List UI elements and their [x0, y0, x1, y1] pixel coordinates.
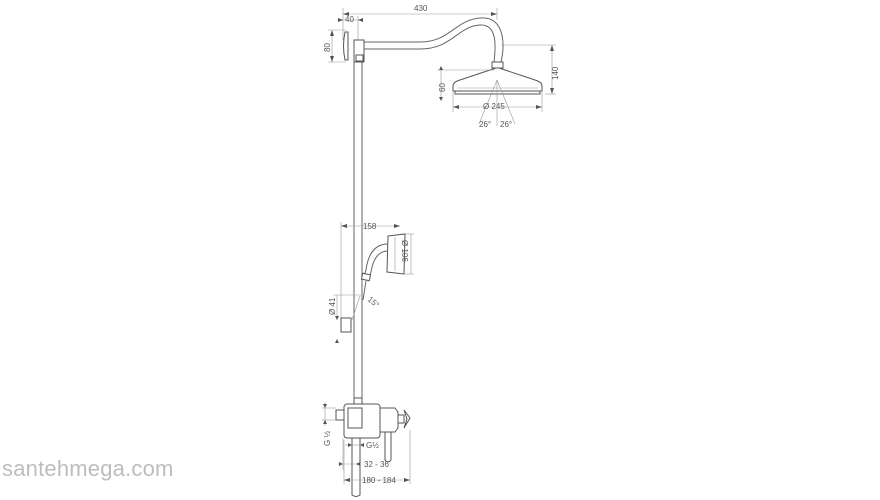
dimension-inlet-center: 32 - 36	[338, 438, 389, 470]
dimension-outlet-thread: G½	[345, 441, 379, 450]
dimension-head-drop: 140	[501, 44, 560, 95]
dimension-label: 26°	[500, 120, 512, 129]
watermark: santehmega.com	[2, 456, 174, 481]
dimension-label: 26°	[479, 120, 491, 129]
dimension-head-diameter: Ø 245	[452, 92, 543, 112]
head-shower	[452, 61, 543, 95]
hand-shower	[360, 233, 406, 301]
dimension-label: 430	[414, 4, 428, 13]
thermostatic-mixer	[335, 397, 411, 497]
dimension-label: 60	[438, 83, 447, 92]
dimension-mixer-projection: 180 - 184	[343, 430, 411, 485]
dimension-label: 15°	[366, 295, 381, 310]
dimension-wall-plate-height: 80	[323, 29, 346, 63]
dimension-label: 140	[551, 66, 560, 80]
dimension-label: 158	[363, 222, 377, 231]
dimension-label: Ø 41	[328, 297, 337, 315]
dimension-arm-length: 430	[342, 4, 498, 40]
dimension-label: 180 - 184	[362, 476, 396, 485]
dimension-wall-offset: 40	[337, 15, 363, 40]
dimension-spray-angle: 26° 26°	[478, 79, 516, 129]
shower-arm	[343, 17, 504, 63]
dimension-handshower-reach: 158	[340, 222, 400, 330]
dimension-head-height: 60	[437, 66, 495, 101]
shower-rail	[353, 62, 363, 400]
dimension-label: Ø 245	[483, 102, 505, 111]
dimension-label: G½	[366, 441, 379, 450]
dimension-label: Ø 106	[400, 240, 409, 262]
dimension-inlet-thread: G ½	[322, 402, 336, 446]
dimension-label: 40	[345, 15, 354, 24]
dimension-handshower-diameter: Ø 106	[400, 233, 414, 275]
dimension-label: 32 - 36	[364, 460, 389, 469]
dimension-label: G ½	[323, 431, 332, 446]
dimension-label: 80	[323, 43, 332, 52]
